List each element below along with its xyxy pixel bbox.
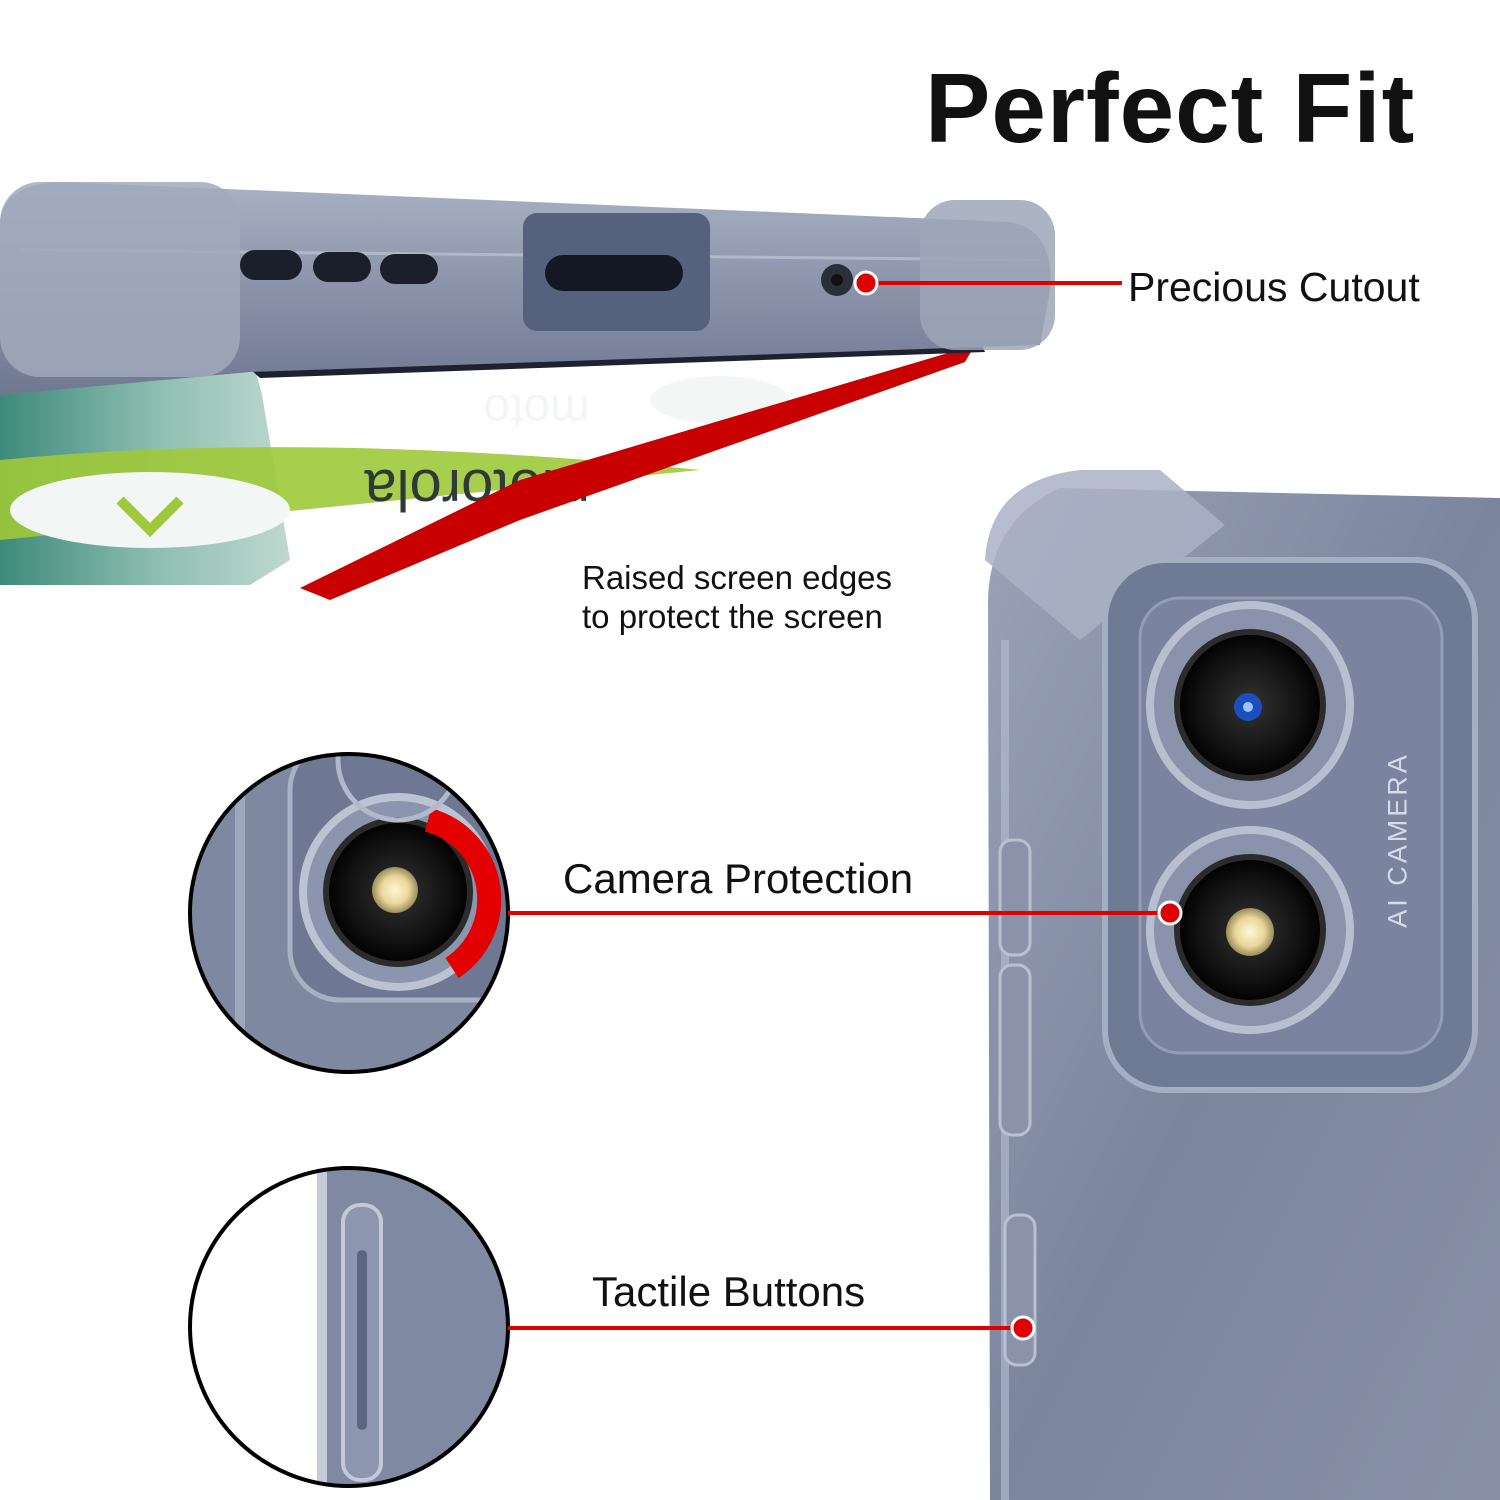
side-button-1	[998, 838, 1032, 957]
moto-logo-text: moto	[483, 384, 590, 437]
phone-bottom-view: moto motorola	[0, 182, 1055, 600]
speaker-hole-3	[380, 254, 438, 284]
callout-dot-cutout	[853, 270, 879, 296]
callout-dot-buttons	[1010, 1315, 1036, 1341]
raised-edge-highlight	[300, 345, 975, 600]
speaker-hole-2	[313, 252, 371, 282]
side-button-2	[998, 963, 1032, 1137]
camera-zoom-circle	[188, 752, 510, 1074]
speaker-hole-1	[240, 250, 302, 280]
callouts	[508, 270, 1183, 1341]
label-precious-cutout: Precious Cutout	[1128, 264, 1420, 310]
buttons-zoom-circle	[188, 1166, 510, 1488]
corner-bumper-right	[920, 200, 1055, 350]
label-camera-protection: Camera Protection	[563, 855, 914, 902]
ai-camera-text: AI CAMERA	[1382, 752, 1413, 928]
page-title: Perfect Fit	[925, 53, 1416, 163]
lens-ring-highlight	[424, 808, 502, 979]
phone-back-view	[985, 470, 1500, 1500]
label-raised-edges: Raised screen edges to protect the scree…	[582, 559, 893, 635]
label-tactile-buttons: Tactile Buttons	[592, 1268, 866, 1315]
side-button-3	[1003, 1213, 1037, 1367]
callout-dot-camera	[1157, 900, 1183, 926]
corner-bumper-left	[0, 182, 240, 377]
